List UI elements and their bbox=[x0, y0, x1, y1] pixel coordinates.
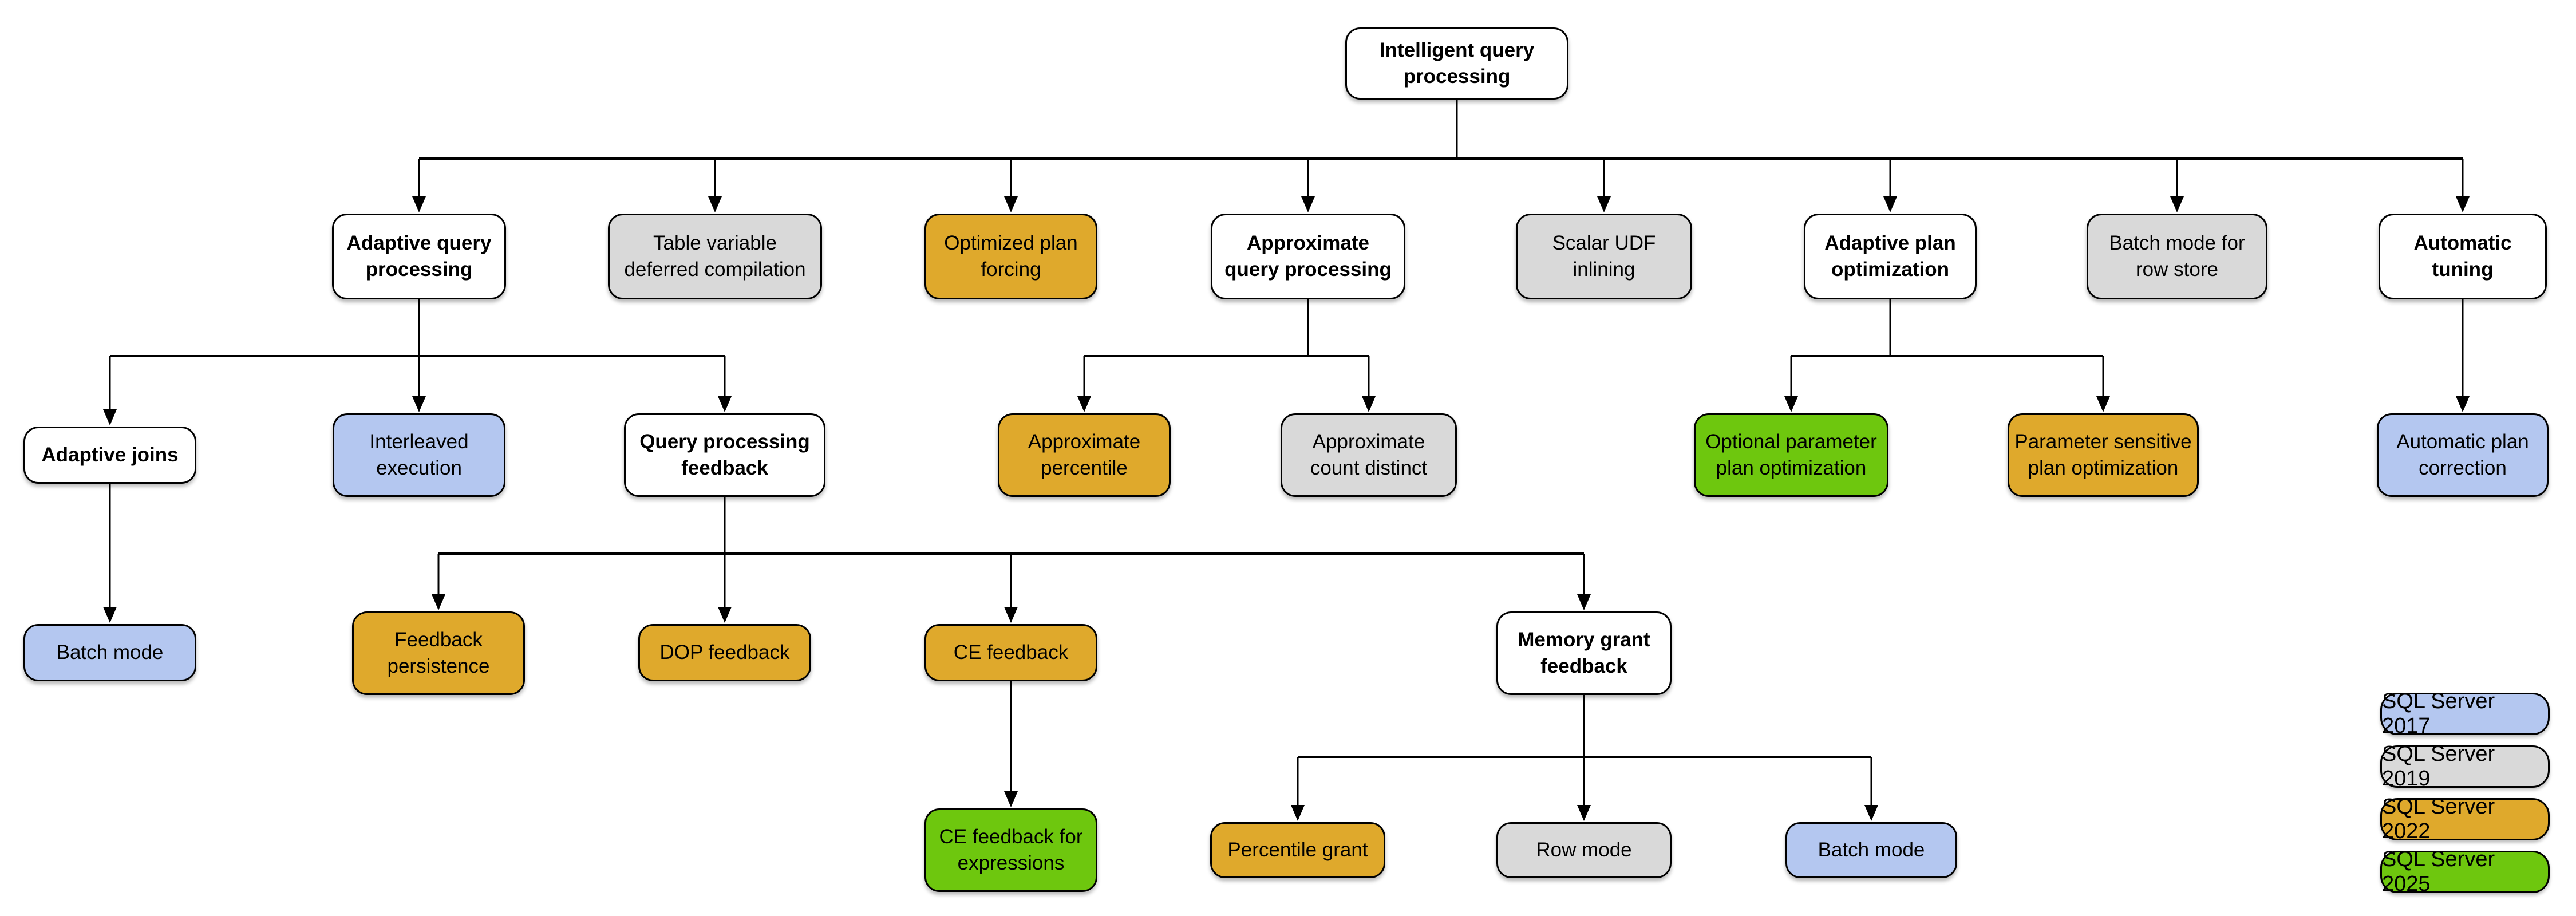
diagram-node: CE feedback bbox=[924, 624, 1097, 681]
legend-item: SQL Server 2017 bbox=[2380, 689, 2550, 738]
diagram-node: Adaptive plan optimization bbox=[1804, 214, 1977, 299]
diagram-node: Memory grant feedback bbox=[1496, 611, 1672, 695]
diagram-node: Query processing feedback bbox=[624, 413, 825, 497]
diagram-node: Feedback persistence bbox=[352, 611, 525, 695]
diagram-node: Adaptive query processing bbox=[332, 214, 506, 299]
arrowhead-icon bbox=[2096, 396, 2110, 412]
diagram-node: Adaptive joins bbox=[23, 427, 196, 484]
arrowhead-icon bbox=[1077, 396, 1091, 412]
diagram-node: Interleaved execution bbox=[333, 413, 505, 497]
arrowhead-icon bbox=[2456, 196, 2470, 212]
diagram-node: Scalar UDF inlining bbox=[1516, 214, 1692, 299]
diagram-node: Percentile grant bbox=[1210, 822, 1385, 878]
arrowhead-icon bbox=[1784, 396, 1798, 412]
diagram-node: Row mode bbox=[1496, 822, 1672, 878]
arrowhead-icon bbox=[1291, 805, 1305, 821]
arrowhead-icon bbox=[2456, 396, 2470, 412]
arrowhead-icon bbox=[1004, 791, 1018, 807]
diagram-node: Automatic plan correction bbox=[2377, 413, 2549, 497]
arrowhead-icon bbox=[103, 607, 117, 623]
arrowhead-icon bbox=[1577, 594, 1591, 610]
arrowhead-icon bbox=[718, 396, 732, 412]
legend-item: SQL Server 2022 bbox=[2380, 795, 2550, 843]
arrowhead-icon bbox=[412, 196, 426, 212]
diagram-node: CE feedback for expressions bbox=[924, 808, 1097, 892]
diagram-node: Approximate count distinct bbox=[1281, 413, 1457, 497]
arrowhead-icon bbox=[1301, 196, 1315, 212]
arrowhead-icon bbox=[1004, 196, 1018, 212]
diagram-node: DOP feedback bbox=[638, 624, 811, 681]
arrowhead-icon bbox=[1362, 396, 1376, 412]
arrowhead-icon bbox=[2170, 196, 2184, 212]
arrowhead-icon bbox=[412, 396, 426, 412]
arrowhead-icon bbox=[1597, 196, 1611, 212]
diagram-node: Table variable deferred compilation bbox=[608, 214, 822, 299]
arrowhead-icon bbox=[432, 594, 445, 610]
arrowhead-icon bbox=[1004, 607, 1018, 623]
diagram-node: Batch mode bbox=[23, 624, 196, 681]
arrowhead-icon bbox=[1577, 805, 1591, 821]
arrowhead-icon bbox=[103, 409, 117, 425]
legend-item: SQL Server 2019 bbox=[2380, 742, 2550, 791]
arrowhead-icon bbox=[718, 607, 732, 623]
diagram-node: Approximate query processing bbox=[1211, 214, 1405, 299]
legend-item: SQL Server 2025 bbox=[2380, 847, 2550, 896]
diagram-node: Approximate percentile bbox=[998, 413, 1171, 497]
arrowhead-icon bbox=[1883, 196, 1897, 212]
arrowhead-icon bbox=[1864, 805, 1878, 821]
diagram-node: Batch mode for row store bbox=[2087, 214, 2267, 299]
diagram-node: Automatic tuning bbox=[2379, 214, 2547, 299]
diagram-node: Parameter sensitive plan optimization bbox=[2008, 413, 2199, 497]
diagram-node: Optional parameter plan optimization bbox=[1694, 413, 1888, 497]
diagram-node: Optimized plan forcing bbox=[924, 214, 1097, 299]
diagram-node: Intelligent query processing bbox=[1345, 27, 1568, 100]
diagram-node: Batch mode bbox=[1785, 822, 1957, 878]
arrowhead-icon bbox=[708, 196, 722, 212]
